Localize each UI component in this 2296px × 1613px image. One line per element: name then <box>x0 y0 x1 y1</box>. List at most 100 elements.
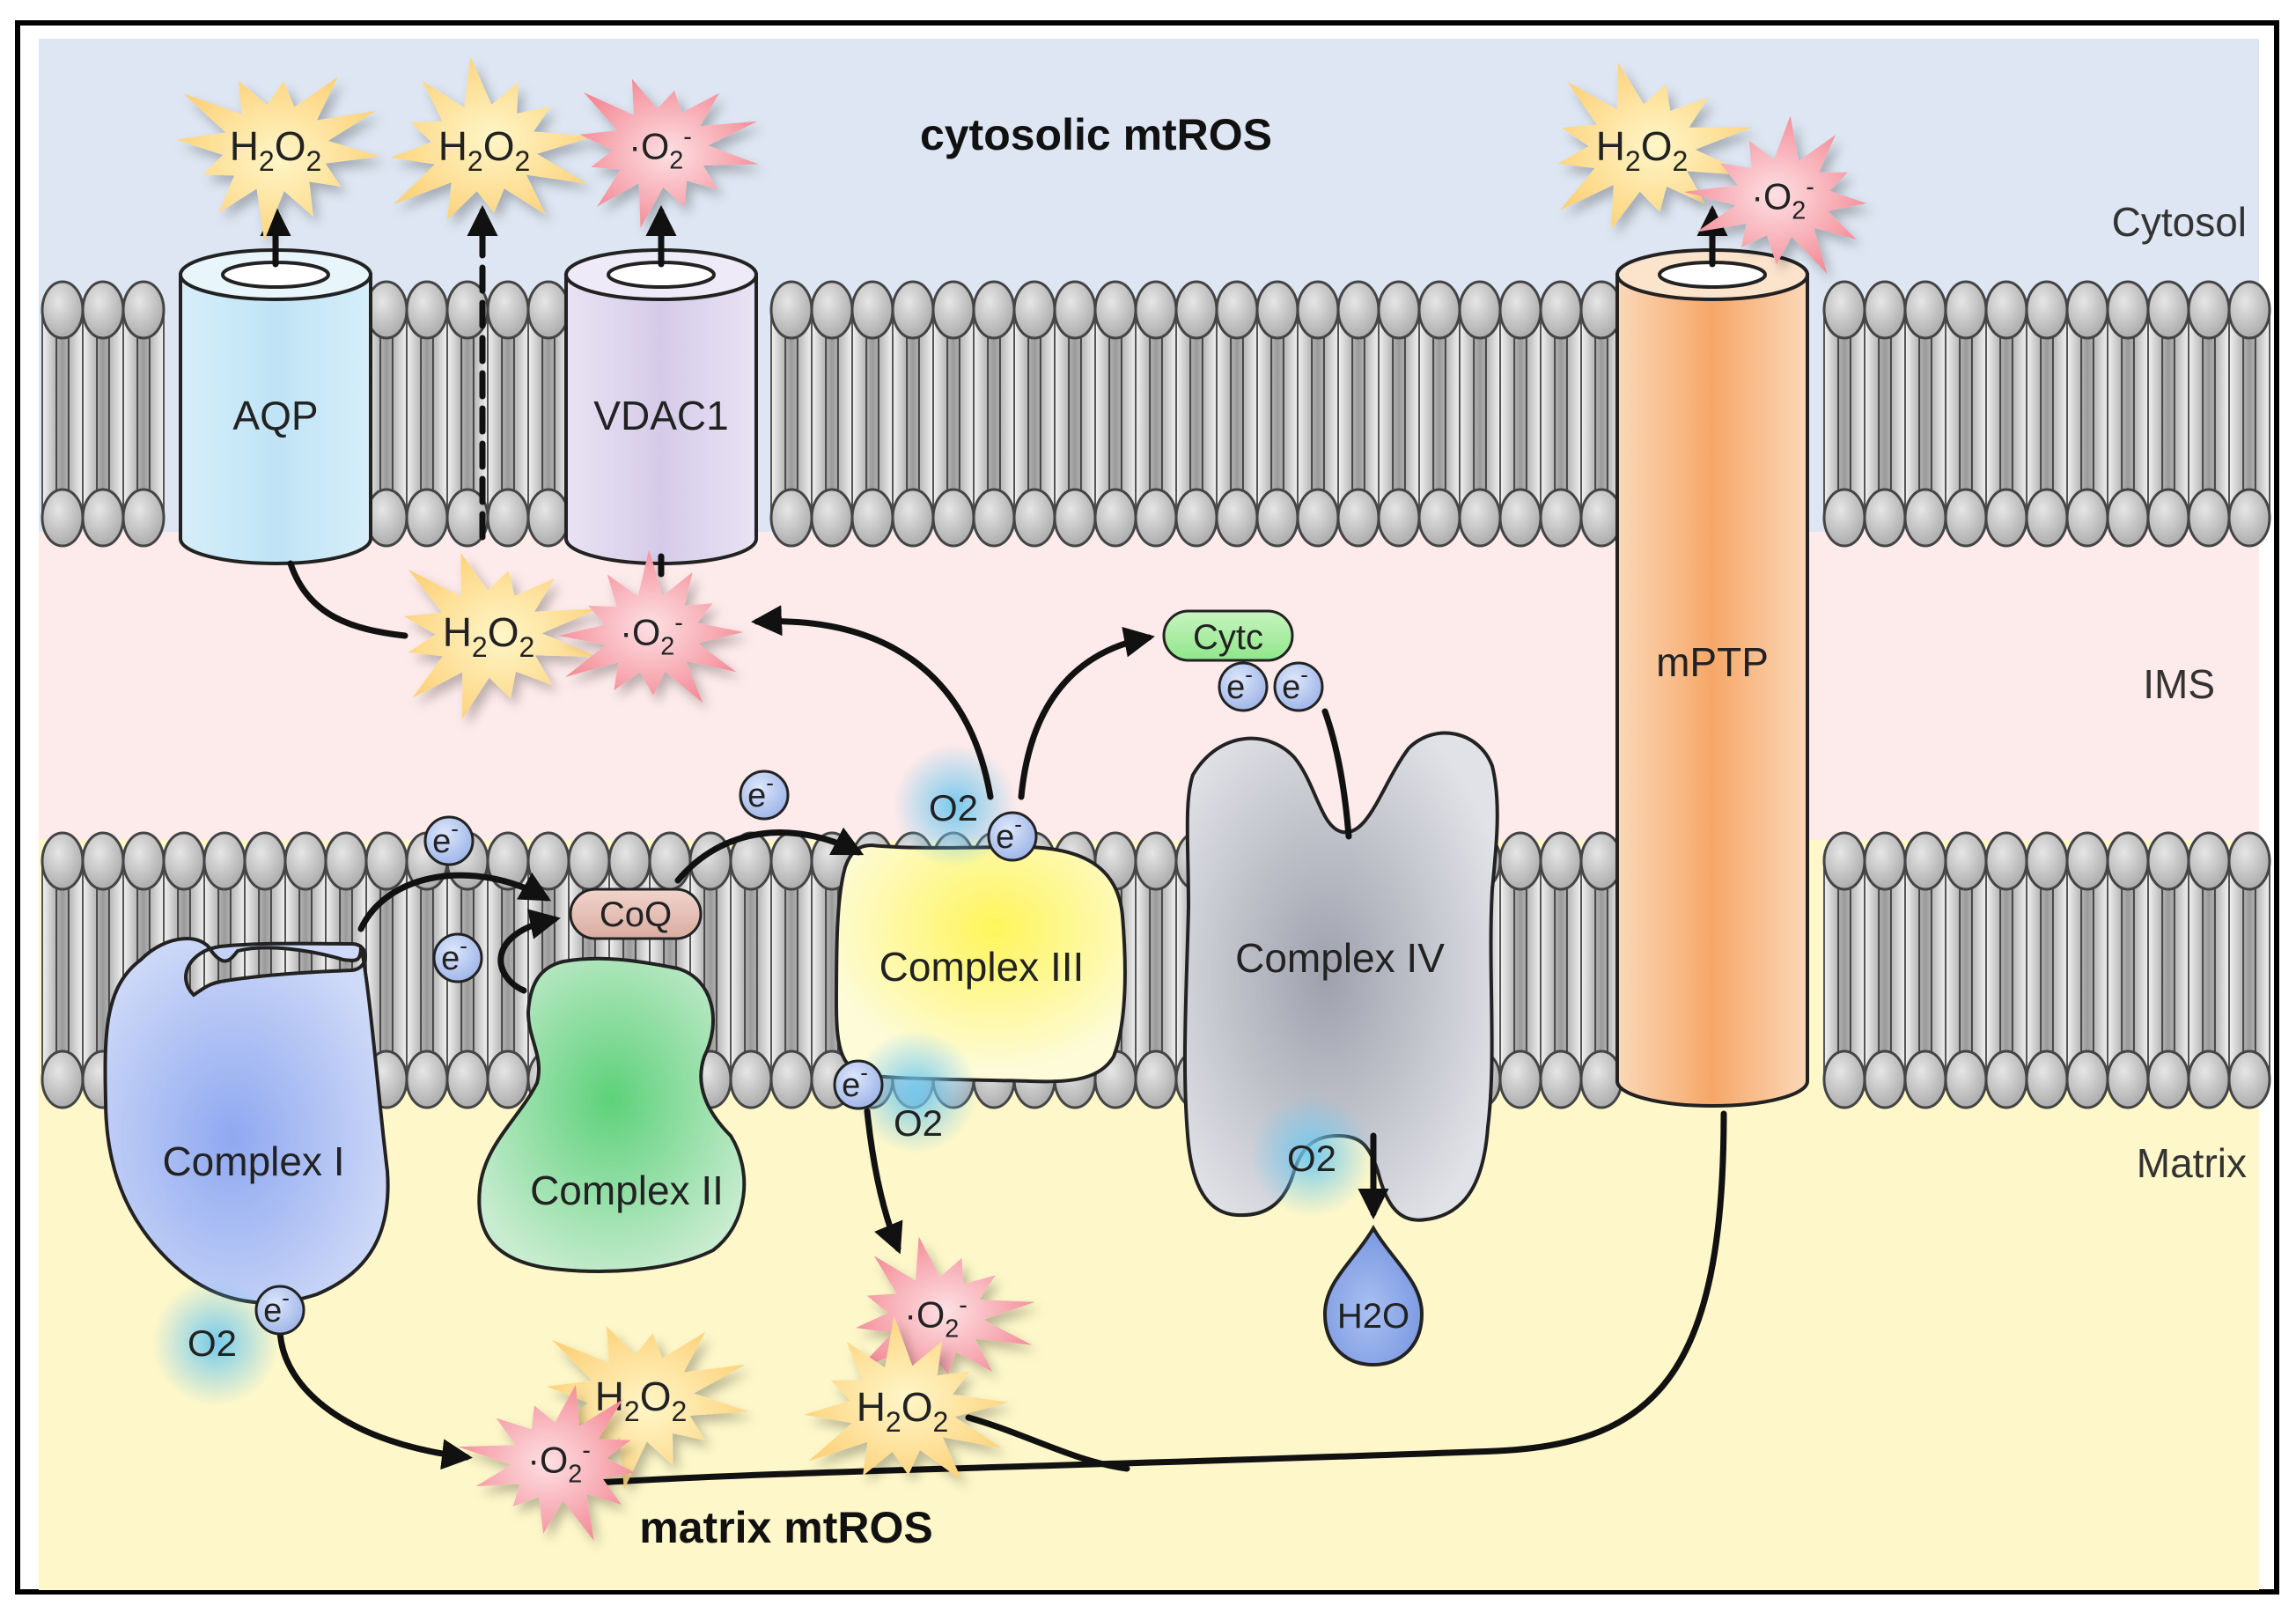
lipid-head <box>526 488 570 548</box>
vdac1-label: VDAC1 <box>593 393 728 438</box>
lipid-head <box>810 488 854 548</box>
lipid-head <box>769 831 813 891</box>
mptp-label: mPTP <box>1656 639 1769 685</box>
lipid-head <box>1822 488 1866 548</box>
lipid-head <box>40 280 85 340</box>
lipid-head <box>2187 488 2231 548</box>
lipid-head <box>364 831 408 891</box>
electrons: e-e-e-e-e-e-e-e- <box>254 661 1324 1336</box>
lipid-head <box>1903 1050 1947 1109</box>
h2o2-label: H2O2 <box>438 123 531 177</box>
lipid-head <box>405 280 449 340</box>
lipid-head <box>2187 831 2231 891</box>
lipid-head <box>1863 1050 1907 1109</box>
lipid-head <box>2187 280 2231 340</box>
vdac1-channel: VDAC1 <box>564 248 758 565</box>
lipid-head <box>931 280 975 340</box>
lipid-head <box>769 280 813 340</box>
complex-ii-label: Complex II <box>530 1167 724 1213</box>
water-drop: H2O <box>1322 1224 1424 1367</box>
lipid-head <box>1174 488 1218 548</box>
electron: e- <box>1273 661 1324 712</box>
aqp-label: AQP <box>232 393 318 438</box>
lipid-head <box>1377 280 1421 340</box>
lipid-head <box>81 488 125 548</box>
superoxide-burst: ·O2- <box>558 549 744 703</box>
cytosol-label: Cytosol <box>2112 199 2247 245</box>
lipid-head <box>1296 280 1340 340</box>
cytc-label: Cytc <box>1193 618 1263 657</box>
lipid-head <box>2187 1050 2231 1109</box>
superoxide-label: ·O2- <box>1751 173 1814 225</box>
electron: e- <box>833 1059 884 1110</box>
lipid-head <box>1984 488 2028 548</box>
h2o2-burst: H2O2 <box>390 56 593 220</box>
lipid-head <box>1498 831 1542 891</box>
lipid-head <box>1336 280 1380 340</box>
lipid-head <box>1377 488 1421 548</box>
lipid-head <box>445 1050 489 1109</box>
lipid-head <box>1417 488 1461 548</box>
electron: e- <box>739 770 790 821</box>
lipid-head <box>567 831 611 891</box>
lipid-head <box>283 831 327 891</box>
lipid-head <box>486 1050 530 1109</box>
lipid-head <box>2065 1050 2109 1109</box>
lipid-head <box>2065 488 2109 548</box>
lipid-head <box>1539 488 1583 548</box>
lipid-head <box>2146 280 2190 340</box>
aqp-channel: AQP <box>179 248 372 565</box>
lipid-head <box>1134 831 1178 891</box>
lipid-head <box>972 488 1016 548</box>
lipid-head <box>769 488 813 548</box>
superoxide-burst: ·O2- <box>1683 115 1867 274</box>
lipid-head <box>1944 1050 1988 1109</box>
lipid-head <box>1053 280 1097 340</box>
arrows <box>260 205 1728 1487</box>
lipid-head <box>648 831 692 891</box>
mptp-channel: mPTP <box>1615 248 1809 1108</box>
lipid-head <box>1539 280 1583 340</box>
electron: e- <box>432 932 483 983</box>
lipid-head <box>81 831 125 891</box>
lipid-head <box>850 488 894 548</box>
lipid-head <box>162 831 206 891</box>
lipid-head <box>2106 488 2150 548</box>
lipid-head <box>2106 1050 2150 1109</box>
lipid-head <box>1458 280 1502 340</box>
lipid-head <box>1863 280 1907 340</box>
lipid-head <box>1134 1050 1178 1109</box>
lipid-head <box>1417 280 1461 340</box>
lipid-head <box>1093 488 1137 548</box>
lipid-head <box>1944 831 1988 891</box>
lipid-head <box>1863 488 1907 548</box>
electron: e- <box>1218 661 1269 712</box>
lipid-head <box>1296 488 1340 548</box>
h2o-label: H2O <box>1337 1297 1409 1336</box>
lipid-head <box>1215 280 1259 340</box>
lipid-head <box>1944 280 1988 340</box>
lipid-head <box>850 280 894 340</box>
lipid-head <box>486 280 530 340</box>
coq-carrier: CoQ <box>569 888 703 940</box>
lipid-head <box>607 831 651 891</box>
lipid-head <box>2025 488 2069 548</box>
lipid-head <box>1336 488 1380 548</box>
lipid-head <box>324 831 368 891</box>
cytc-carrier: Cytc <box>1162 609 1294 662</box>
lipid-head <box>1498 488 1542 548</box>
superoxide-burst: ·O2- <box>458 1384 636 1541</box>
lipid-head <box>1498 1050 1542 1109</box>
lipid-head <box>405 488 449 548</box>
lipid-head <box>729 1050 773 1109</box>
lipid-head <box>2065 831 2109 891</box>
lipid-head <box>1012 280 1056 340</box>
lipid-head <box>1093 280 1137 340</box>
electron: e- <box>423 815 475 866</box>
lipid-head <box>2227 280 2271 340</box>
lipid-head <box>121 280 166 340</box>
lipid-head <box>1822 831 1866 891</box>
lipid-head <box>121 831 166 891</box>
lipid-head <box>1539 831 1583 891</box>
